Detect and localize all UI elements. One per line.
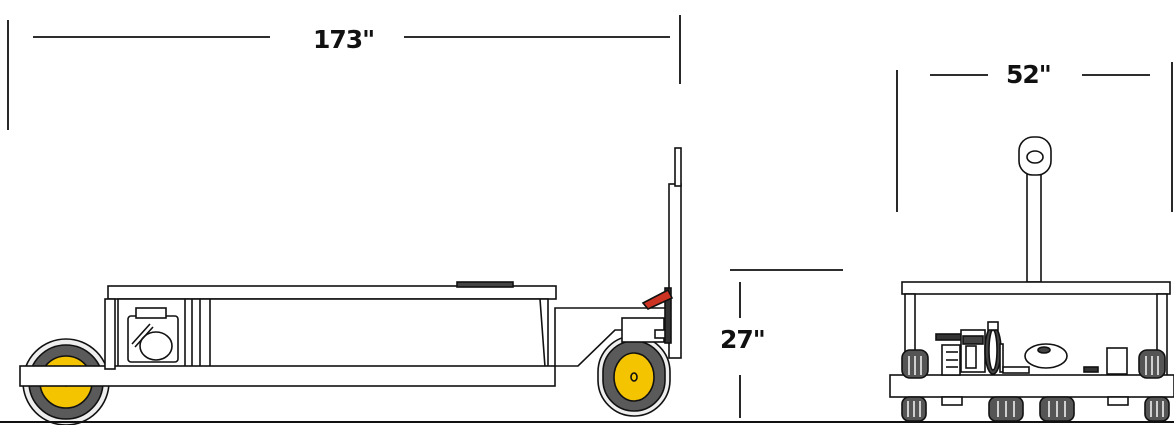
rear-handle-mast [1018, 136, 1052, 283]
rear-frame [889, 281, 1174, 406]
side-chassis [19, 365, 556, 387]
side-front-wheel [597, 335, 671, 417]
side-tongue [554, 307, 672, 367]
width-dimension-lines [896, 62, 1173, 212]
height-label: 27" [720, 325, 766, 354]
side-box [107, 281, 557, 368]
length-label: 173" [313, 25, 375, 54]
length-dimension-lines [7, 15, 681, 130]
rear-contents [935, 321, 1128, 376]
rear-view [889, 62, 1174, 422]
side-view [0, 15, 1174, 425]
side-handle [641, 147, 682, 359]
rear-wheels [901, 349, 1170, 422]
width-label: 52" [1006, 60, 1052, 89]
side-engine [127, 307, 179, 363]
height-dimension-lines [730, 269, 843, 418]
